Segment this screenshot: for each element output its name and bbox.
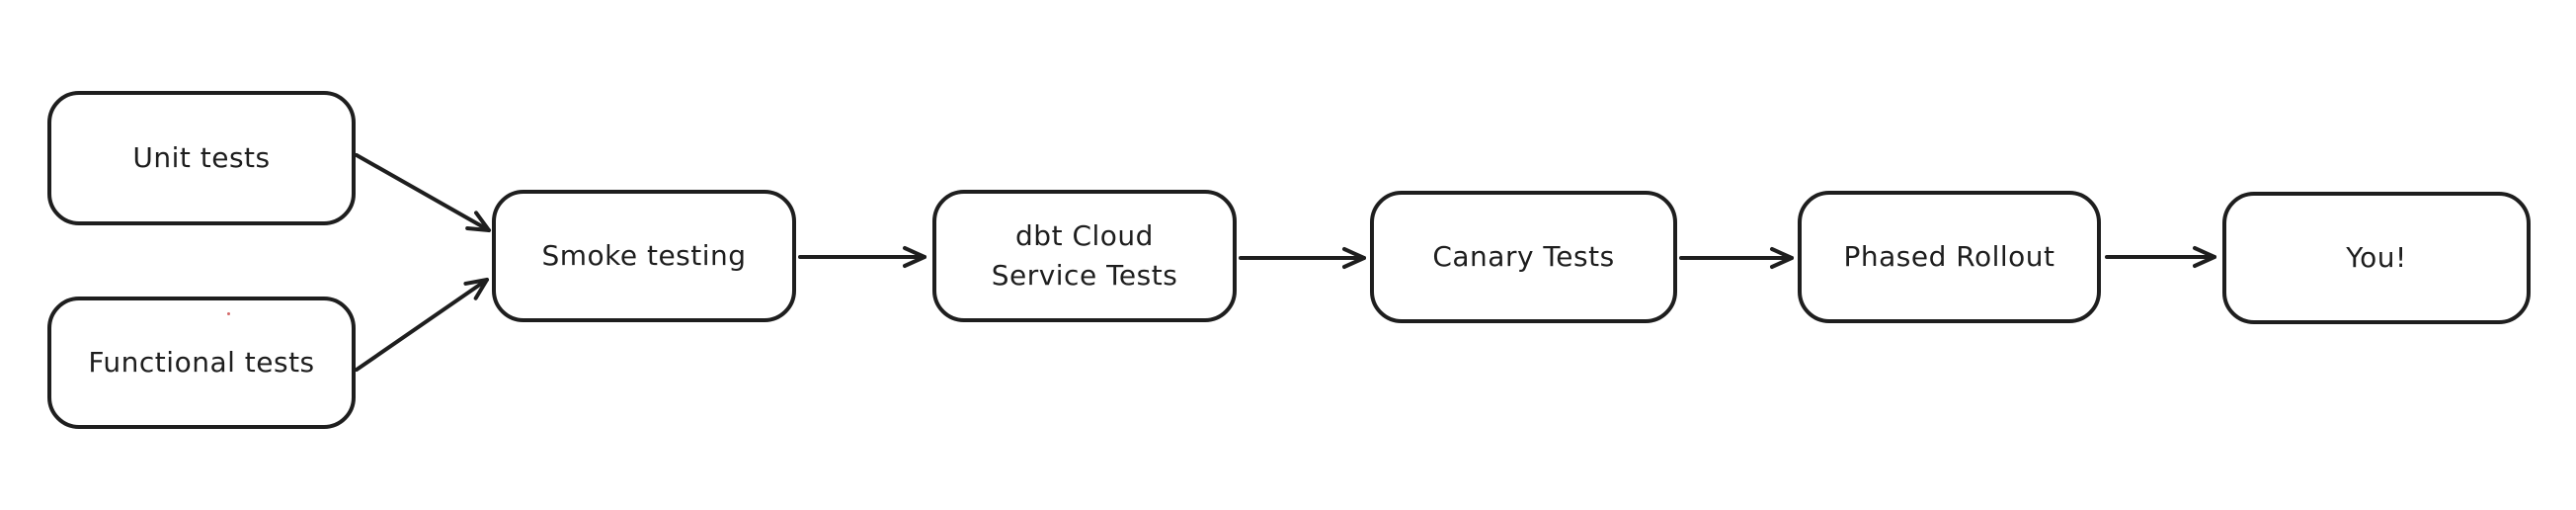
node-functional-tests: Functional tests bbox=[47, 297, 356, 429]
node-phased-rollout: Phased Rollout bbox=[1798, 191, 2101, 323]
node-label-phased-rollout: Phased Rollout bbox=[1843, 240, 2055, 274]
stray-red-dot bbox=[227, 312, 230, 315]
node-label-canary-tests: Canary Tests bbox=[1432, 240, 1615, 274]
node-label-smoke-testing: Smoke testing bbox=[541, 239, 747, 273]
node-unit-tests: Unit tests bbox=[47, 91, 356, 225]
node-you: You! bbox=[2222, 192, 2531, 324]
node-smoke-testing: Smoke testing bbox=[492, 190, 796, 322]
node-dbt-cloud-service-tests: dbt Cloud Service Tests bbox=[932, 190, 1237, 322]
arrow-unit-tests-to-smoke-testing bbox=[355, 153, 491, 232]
arrow-functional-tests-to-smoke-testing bbox=[355, 278, 489, 372]
node-canary-tests: Canary Tests bbox=[1370, 191, 1677, 323]
node-label-functional-tests: Functional tests bbox=[88, 346, 315, 380]
node-label-dbt-cloud-service-tests: dbt Cloud Service Tests bbox=[991, 219, 1178, 292]
node-label-unit-tests: Unit tests bbox=[132, 141, 271, 175]
node-label-you: You! bbox=[2346, 241, 2407, 275]
